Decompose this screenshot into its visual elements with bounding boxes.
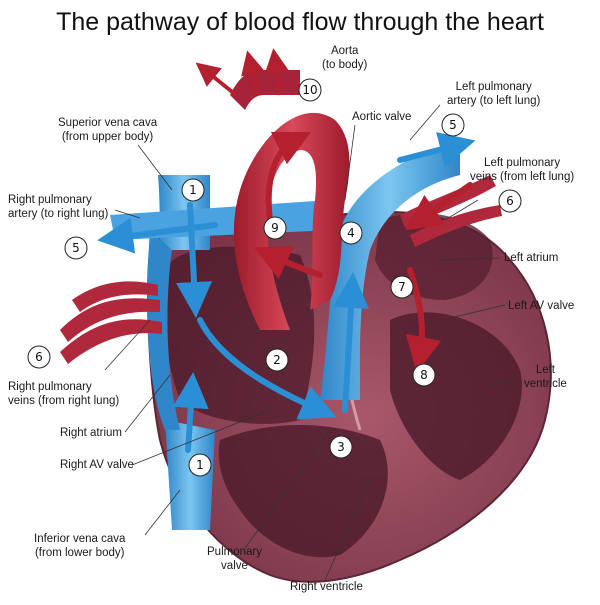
right-ventricle-chamber: [218, 425, 388, 558]
step-6-left: 6: [506, 194, 514, 208]
label-right-pulmonary-veins-line1: Right pulmonary: [8, 381, 92, 393]
deoxygenated-flow-arrows: [97, 132, 476, 453]
label-superior-vena-cava-line1: Superior vena cava: [58, 117, 158, 129]
step-2: 2: [273, 353, 281, 367]
label-aorta-line1: Aorta: [330, 45, 359, 57]
label-inferior-vena-cava-line1: Inferior vena cava: [34, 533, 126, 545]
label-pulmonary-valve-line1: Pulmonary: [207, 546, 262, 558]
label-right-pulmonary-artery: Right pulmonary artery (to right lung): [8, 193, 108, 221]
label-right-pulmonary-artery-line2: artery (to right lung): [8, 208, 109, 220]
step-3: 3: [337, 440, 345, 454]
label-right-pulmonary-veins: Right pulmonary veins (from right lung): [8, 380, 119, 408]
pulmonary-artery-trunk: [320, 150, 460, 400]
label-left-av-valve: Left AV valve: [508, 300, 575, 312]
inferior-vena-cava-vessel: [165, 420, 215, 530]
label-left-ventricle-line2: ventricle: [524, 378, 567, 390]
label-right-av-valve: Right AV valve: [60, 459, 134, 471]
label-inferior-vena-cava-line2: (from lower body): [34, 547, 125, 559]
oxygenated-flow-arrows: [253, 131, 473, 373]
label-right-pulmonary-veins-line2: veins (from right lung): [8, 395, 120, 407]
step-circles: [27, 78, 522, 477]
label-aortic-valve: Aortic valve: [352, 111, 412, 123]
label-left-ventricle: Left ventricle: [524, 363, 567, 391]
label-left-pulmonary-artery-line2: artery (to left lung): [447, 95, 541, 107]
step-1-lower: 1: [196, 458, 204, 472]
leader-lines: [104, 104, 521, 581]
label-right-pulmonary-artery-line1: Right pulmonary: [8, 194, 92, 206]
step-5-left: 5: [449, 118, 457, 132]
diagram-title: The pathway of blood flow through the he…: [56, 8, 544, 36]
step-9: 9: [271, 221, 279, 235]
label-superior-vena-cava-line2: (from upper body): [61, 131, 154, 143]
label-left-pulmonary-artery-line1: Left pulmonary: [455, 81, 532, 93]
right-pulmonary-veins: [60, 281, 162, 364]
label-pulmonary-valve-line2: valve: [221, 560, 248, 572]
step-4: 4: [347, 226, 355, 240]
label-aorta-line2: (to body): [322, 59, 368, 71]
label-inferior-vena-cava: Inferior vena cava (from lower body): [34, 532, 125, 560]
step-numbers: 1 1 2 3 4 5 5 6 6 7 8 9 10: [35, 83, 514, 472]
label-right-ventricle: Right ventricle: [290, 581, 363, 593]
step-1-upper: 1: [189, 183, 197, 197]
label-left-pulmonary-veins-line2: veins (from left lung): [470, 171, 575, 183]
label-left-ventricle-line1: Left: [535, 364, 555, 376]
label-left-atrium: Left atrium: [504, 252, 559, 264]
right-atrium-wall: [147, 230, 180, 430]
label-superior-vena-cava: Superior vena cava (from upper body): [58, 116, 157, 144]
label-pulmonary-valve: Pulmonary valve: [207, 545, 262, 573]
step-8: 8: [420, 368, 428, 382]
step-7: 7: [398, 280, 406, 294]
aortic-branch-arrows: [195, 48, 289, 97]
label-left-pulmonary-veins: Left pulmonary veins (from left lung): [470, 156, 574, 184]
aortic-arch: [230, 70, 300, 110]
label-left-pulmonary-veins-line1: Left pulmonary: [484, 157, 561, 169]
step-10: 10: [302, 83, 317, 97]
step-6-right: 6: [35, 350, 43, 364]
label-aorta: Aorta (to body): [322, 44, 367, 72]
step-5-right: 5: [72, 241, 80, 255]
label-right-atrium: Right atrium: [60, 427, 122, 439]
label-left-pulmonary-artery: Left pulmonary artery (to left lung): [447, 80, 540, 108]
